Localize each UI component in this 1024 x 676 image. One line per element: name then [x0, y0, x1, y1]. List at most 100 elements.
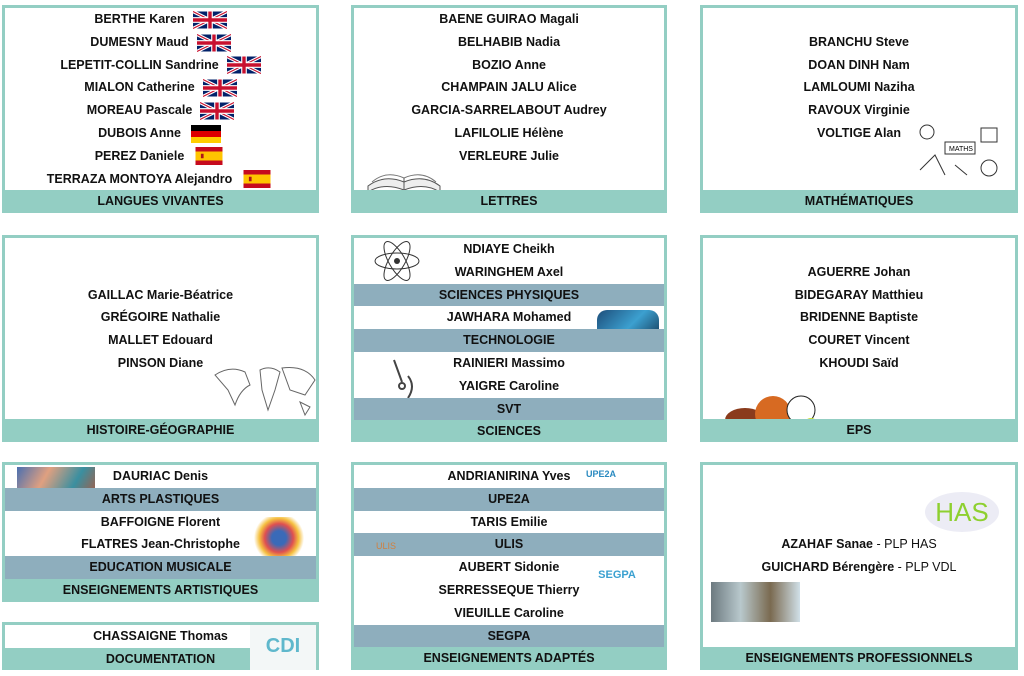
row-text: BRIDENNE Baptiste: [799, 310, 919, 325]
teacher-name: GAILLAC Marie-Béatrice: [5, 284, 316, 307]
row-text: MALLET Edouard: [108, 333, 213, 348]
panel-title: MATHÉMATIQUES: [703, 190, 1015, 213]
teacher-name: GRÉGOIRE Nathalie: [5, 306, 316, 329]
teacher-name: SERRESSEQUE Thierry: [354, 579, 664, 602]
subsection-header: ULIS: [354, 533, 664, 557]
row-text: RAINIERI Massimo: [453, 355, 565, 370]
panel-title: HISTOIRE-GÉOGRAPHIE: [5, 419, 316, 442]
teacher-name: CHASSAIGNE Thomas: [5, 625, 316, 648]
row-text: DUBOIS Anne: [98, 125, 181, 140]
uk-flag-icon: [192, 10, 227, 29]
teacher-name: BAFFOIGNE Florent: [5, 511, 316, 534]
teacher-name: MIALON Catherine: [5, 76, 316, 99]
row-text: LEPETIT-COLLIN Sandrine: [60, 57, 219, 72]
subsection-header: EDUCATION MUSICALE: [5, 556, 316, 579]
row-text: COURET Vincent: [808, 333, 910, 348]
teacher-name: AGUERRE Johan: [703, 261, 1015, 284]
row-text: TARIS Emilie: [470, 514, 548, 529]
row-text: GAILLAC Marie-Béatrice: [87, 287, 234, 302]
row-text: NDIAYE Cheikh: [463, 242, 555, 256]
role-text: - PLP HAS: [873, 537, 937, 552]
panel-title: ENSEIGNEMENTS ARTISTIQUES: [5, 579, 316, 602]
shop-photo: [711, 582, 800, 622]
row-text: GARCIA-SARRELABOUT Audrey: [411, 103, 607, 118]
teacher-name: ANDRIANIRINA Yves: [354, 465, 664, 488]
teacher-name: AUBERT Sidonie: [354, 556, 664, 579]
teacher-name: MOREAU Pascale: [5, 99, 316, 122]
panel-enseignements-professionnels: HAS AZAHAF Sanae - PLP HAS GUICHARD Béren…: [700, 462, 1018, 670]
teacher-name: BIDEGARAY Matthieu: [703, 284, 1015, 307]
spain-flag-icon: [243, 170, 271, 189]
teacher-name: DAURIAC Denis: [5, 465, 316, 488]
row-text: VERLEURE Julie: [458, 148, 560, 163]
teacher-name: VIEUILLE Caroline: [354, 602, 664, 625]
teacher-name: NDIAYE Cheikh: [354, 238, 664, 261]
spain-flag-icon: [195, 147, 223, 166]
row-text: TERRAZA MONTOYA Alejandro: [46, 171, 233, 186]
teacher-name: TARIS Emilie: [354, 511, 664, 534]
row-text: TECHNOLOGIE: [463, 333, 555, 348]
row-text: DAURIAC Denis: [112, 469, 209, 483]
subsection-header: ARTS PLASTIQUES: [5, 487, 316, 511]
row-text: SVT: [496, 401, 522, 416]
row-text: BERTHE Karen: [94, 12, 185, 26]
music-image: [250, 517, 308, 559]
teacher-name: WARINGHEM Axel: [354, 261, 664, 284]
panel-title: LANGUES VIVANTES: [5, 190, 316, 213]
teacher-name: RAINIERI Massimo: [354, 352, 664, 375]
subsection-header: SCIENCES PHYSIQUES: [354, 283, 664, 307]
teacher-name: BERTHE Karen: [5, 8, 316, 31]
world-map-image: [214, 367, 316, 417]
teacher-name: LAFILOLIE Hélène: [354, 122, 664, 145]
teacher-name: BRANCHU Steve: [703, 31, 1015, 54]
ulis-logo: ULIS: [376, 541, 397, 551]
row-text: AGUERRE Johan: [807, 264, 911, 279]
row-text: PEREZ Daniele: [94, 148, 185, 163]
teacher-name: FLATRES Jean-Christophe: [5, 533, 316, 556]
maths-doodle-image: MATHS: [919, 124, 998, 177]
atom-image: [374, 241, 420, 281]
row-text: ULIS: [494, 537, 524, 552]
row-text: UPE2A: [488, 491, 530, 506]
row-text: EDUCATION MUSICALE: [89, 560, 232, 575]
teacher-name: DOAN DINH Nam: [703, 54, 1015, 77]
teacher-name: PINSON Diane: [5, 352, 316, 375]
teacher-name: VERLEURE Julie: [354, 145, 664, 168]
row-text: GRÉGOIRE Nathalie: [100, 310, 221, 325]
panel-title: EPS: [703, 419, 1015, 442]
row-text: LAFILOLIE Hélène: [454, 125, 564, 140]
uk-flag-icon: [202, 79, 237, 98]
teacher-name: RAVOUX Virginie: [703, 99, 1015, 122]
panel-title: DOCUMENTATION: [5, 647, 316, 670]
uk-flag-icon: [226, 56, 261, 75]
subsection-header: UPE2A: [354, 487, 664, 511]
upe2a-logo: UPE2A: [586, 469, 617, 479]
teacher-name: TERRAZA MONTOYA Alejandro: [5, 168, 316, 191]
row-text: AZAHAF Sanae: [781, 537, 873, 552]
uk-flag-icon: [196, 33, 231, 52]
row-text: BAENE GUIRAO Magali: [439, 12, 579, 26]
subsection-header: TECHNOLOGIE: [354, 329, 664, 352]
teacher-name: JAWHARA Mohamed: [354, 306, 664, 329]
teacher-name: DUBOIS Anne: [5, 122, 316, 145]
teacher-name: LEPETIT-COLLIN Sandrine: [5, 54, 316, 77]
teacher-name: VOLTIGE Alan: [703, 122, 1015, 145]
panel-title: ENSEIGNEMENTS PROFESSIONNELS: [703, 647, 1015, 670]
row-text: VIEUILLE Caroline: [454, 605, 564, 620]
row-text: MIALON Catherine: [84, 80, 195, 95]
row-text: CHAMPAIN JALU Alice: [441, 80, 577, 95]
row-text: FLATRES Jean-Christophe: [81, 537, 240, 552]
teacher-name: DUMESNY Maud: [5, 31, 316, 54]
has-wordcloud: HAS: [925, 492, 999, 532]
row-text: MOREAU Pascale: [86, 103, 193, 118]
teacher-name: GUICHARD Bérengère - PLP VDL: [703, 556, 1015, 579]
row-text: VOLTIGE Alan: [816, 125, 902, 140]
row-text: AUBERT Sidonie: [458, 560, 560, 575]
